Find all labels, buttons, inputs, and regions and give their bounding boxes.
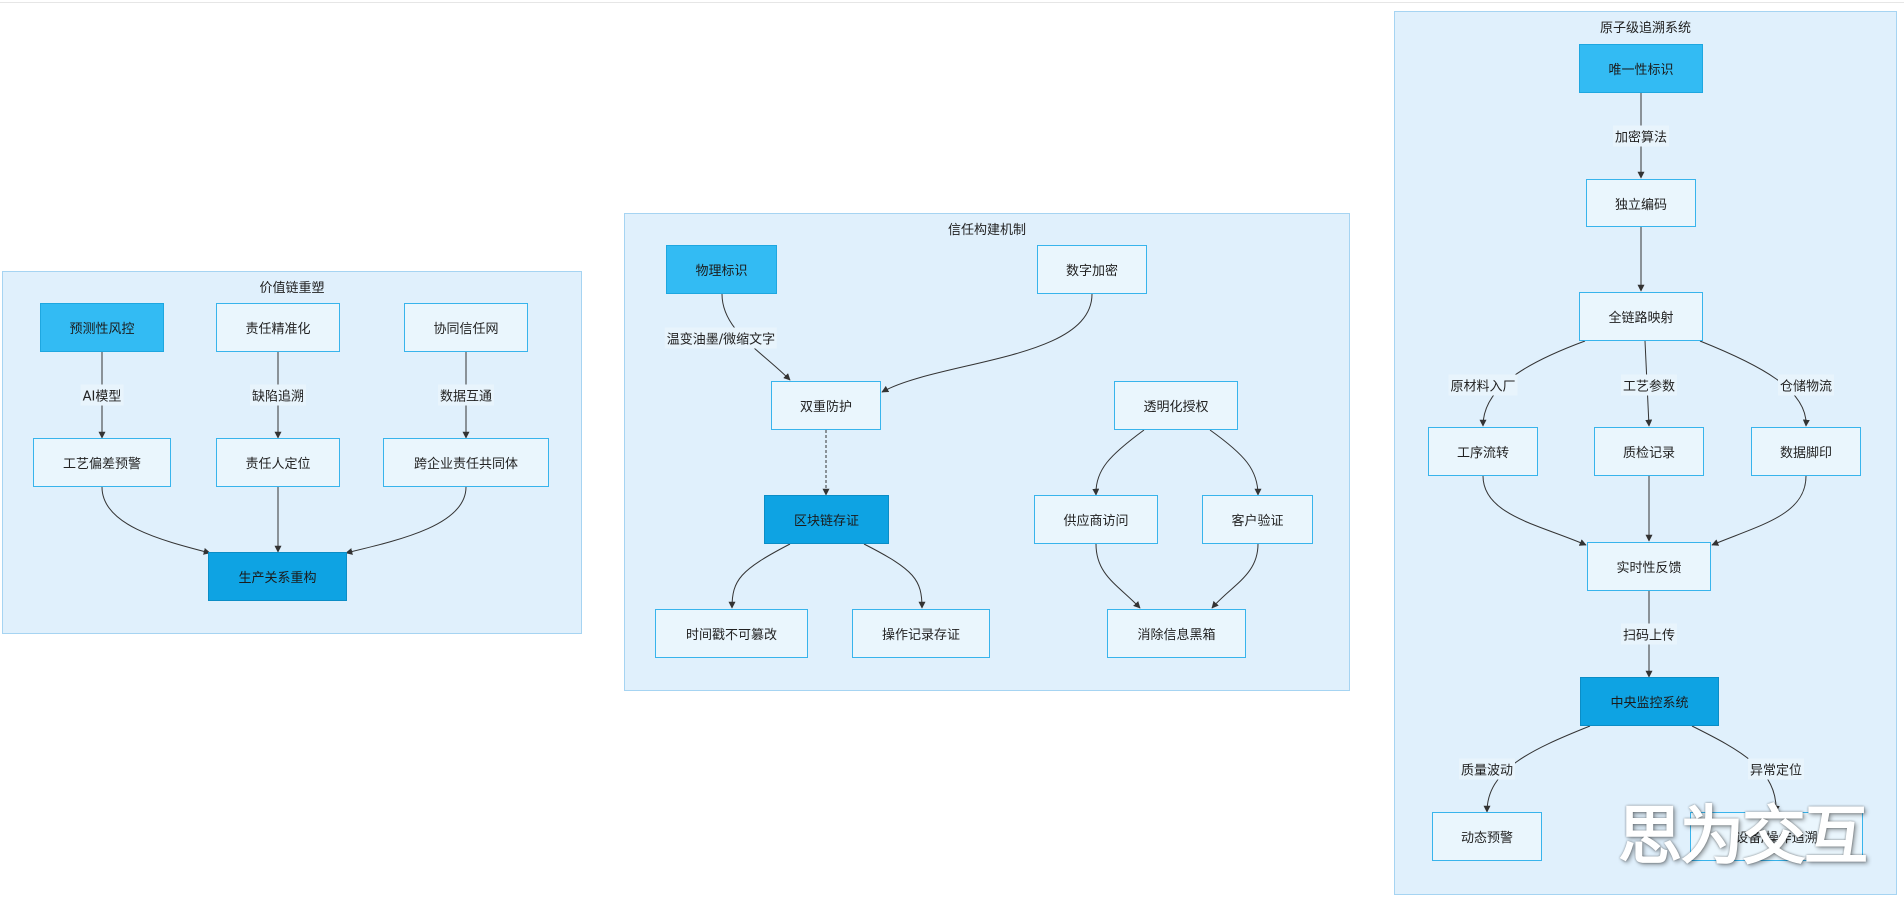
edge-community-to-restructure <box>345 486 467 555</box>
edge-mapping-to-footprint <box>1699 340 1810 427</box>
node-process-flow[interactable]: 工序流转 <box>1428 427 1538 476</box>
edge-transparent-to-customer <box>1209 429 1262 496</box>
node-predictive-risk[interactable]: 预测性风控 <box>40 303 164 352</box>
node-timestamp-immutable[interactable]: 时间戳不可篡改 <box>655 609 808 658</box>
group-title-trace: 原子级追溯系统 <box>1599 21 1691 36</box>
node-double-protection[interactable]: 双重防护 <box>771 381 881 430</box>
node-digital-encryption[interactable]: 数字加密 <box>1037 245 1147 294</box>
node-responsibility-precision[interactable]: 责任精准化 <box>216 303 340 352</box>
group-title-value-chain: 价值链重塑 <box>259 281 325 296</box>
node-central-monitoring[interactable]: 中央监控系统 <box>1580 677 1719 726</box>
watermark: 思为交互 <box>1618 800 1868 874</box>
edge-deviation-to-restructure <box>101 486 211 555</box>
node-supplier-access[interactable]: 供应商访问 <box>1034 495 1158 544</box>
node-collab-trust-net[interactable]: 协同信任网 <box>404 303 528 352</box>
top-divider <box>0 2 1904 3</box>
node-responsible-person-locate[interactable]: 责任人定位 <box>216 438 340 487</box>
edge-customer-to-blackbox <box>1211 543 1259 609</box>
edge-label-scan-upload: 扫码上传 <box>1620 623 1678 645</box>
edge-label-raw-material: 原材料入厂 <box>1448 374 1518 396</box>
edge-label-quality-fluctuation: 质量波动 <box>1458 758 1516 780</box>
node-blockchain-evidence[interactable]: 区块链存证 <box>764 495 889 544</box>
node-realtime-feedback[interactable]: 实时性反馈 <box>1587 542 1711 591</box>
node-transparent-authorization[interactable]: 透明化授权 <box>1114 381 1238 430</box>
edge-transparent-to-supplier <box>1092 429 1145 496</box>
edge-label-defect-trace: 缺陷追溯 <box>249 384 307 406</box>
node-dynamic-warning[interactable]: 动态预警 <box>1432 812 1542 861</box>
edge-label-anomaly-locate: 异常定位 <box>1747 758 1805 780</box>
node-customer-verification[interactable]: 客户验证 <box>1202 495 1313 544</box>
edge-footprint-to-realtime <box>1711 475 1807 546</box>
edge-label-thermochromic: 温变油墨/微缩文字 <box>664 327 778 349</box>
edge-flow-to-realtime <box>1482 475 1587 546</box>
group-title-trust: 信任构建机制 <box>947 223 1026 238</box>
edge-blockchain-to-operation <box>863 543 926 609</box>
edge-supplier-to-blackbox <box>1095 543 1141 609</box>
node-unique-identifier[interactable]: 唯一性标识 <box>1579 44 1703 93</box>
edge-label-process-params: 工艺参数 <box>1620 374 1678 396</box>
edge-central-to-dynamic <box>1483 725 1591 813</box>
edge-blockchain-to-timestamp <box>728 543 791 609</box>
node-physical-marking[interactable]: 物理标识 <box>666 245 777 294</box>
edge-digital-to-double <box>881 293 1093 393</box>
node-production-relation-restructure[interactable]: 生产关系重构 <box>208 552 347 601</box>
node-operation-record-evidence[interactable]: 操作记录存证 <box>852 609 990 658</box>
node-data-footprint[interactable]: 数据脚印 <box>1751 427 1861 476</box>
node-cross-enterprise-community[interactable]: 跨企业责任共同体 <box>383 438 549 487</box>
node-independent-encoding[interactable]: 独立编码 <box>1586 179 1696 227</box>
edge-label-data-interop: 数据互通 <box>437 384 495 406</box>
node-operation-trace[interactable]: 设备/操作追溯 <box>1690 812 1863 861</box>
node-process-deviation-warning[interactable]: 工艺偏差预警 <box>33 438 171 487</box>
node-eliminate-info-blackbox[interactable]: 消除信息黑箱 <box>1107 609 1246 658</box>
node-quality-record[interactable]: 质检记录 <box>1594 427 1704 476</box>
edge-label-ai-model: AI模型 <box>80 384 124 406</box>
edge-label-warehouse: 仓储物流 <box>1777 374 1835 396</box>
node-full-chain-mapping[interactable]: 全链路映射 <box>1579 292 1703 341</box>
edge-label-encryption: 加密算法 <box>1612 125 1670 147</box>
